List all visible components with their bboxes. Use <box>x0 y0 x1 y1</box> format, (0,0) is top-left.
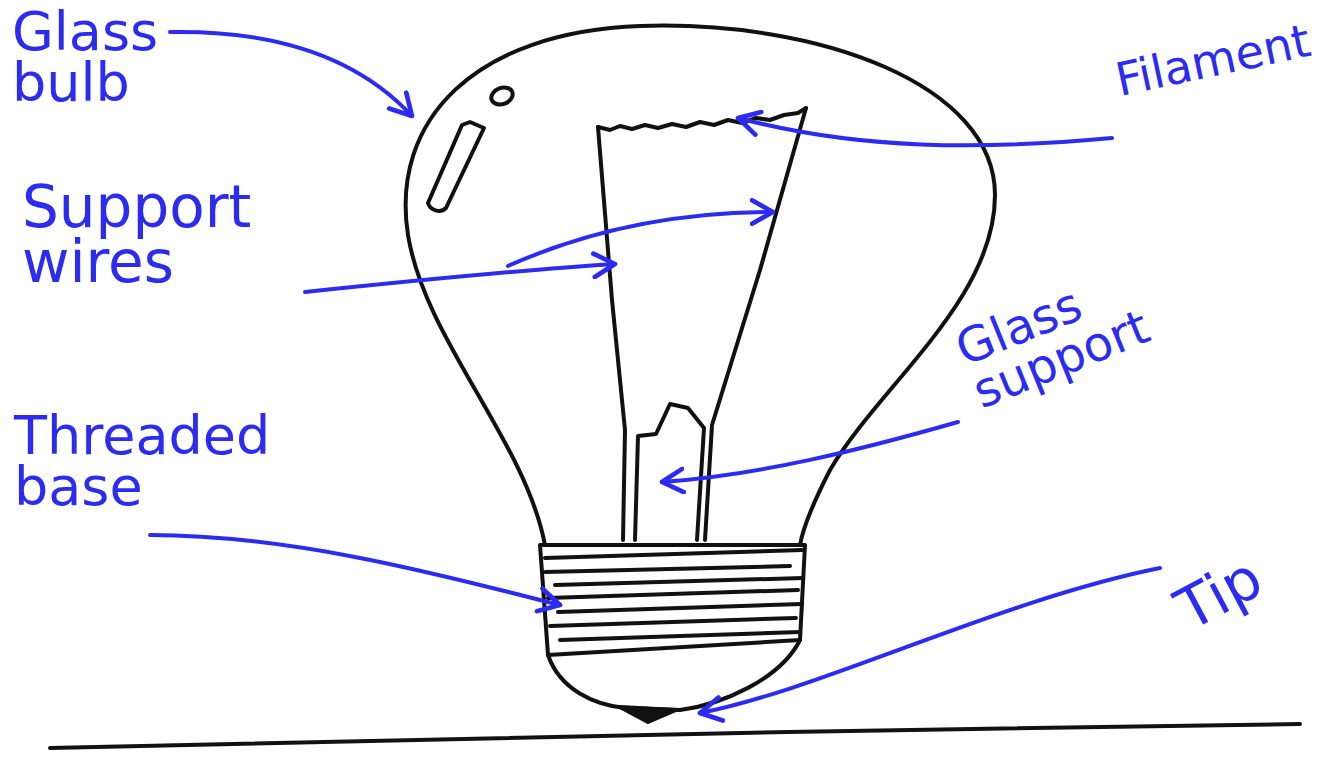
part-label: Tip <box>1168 549 1270 638</box>
leader-line <box>170 32 412 116</box>
glass-bulb-outline <box>406 26 995 545</box>
glass-support-stem <box>635 404 704 540</box>
bulb-highlight-streak <box>428 122 484 211</box>
part-label: Support wires <box>22 180 251 290</box>
base-bottom <box>548 640 800 710</box>
leader-line <box>738 118 1112 145</box>
threaded-base-outline <box>540 545 805 655</box>
part-label: Glass support <box>950 261 1155 415</box>
leader-line <box>305 264 615 292</box>
leader-line <box>150 535 560 605</box>
support-wire-left <box>598 127 625 540</box>
leader-line <box>508 212 773 266</box>
part-label: Threaded base <box>14 410 270 513</box>
leader-line <box>700 568 1160 713</box>
thread-lines <box>545 550 803 640</box>
leader-line <box>662 422 958 482</box>
part-label: Filament <box>1112 19 1314 103</box>
ground-line <box>50 724 1300 748</box>
part-label: Glass bulb <box>12 6 158 109</box>
contact-tip <box>620 707 676 722</box>
bulb-highlight-dot <box>489 85 515 108</box>
